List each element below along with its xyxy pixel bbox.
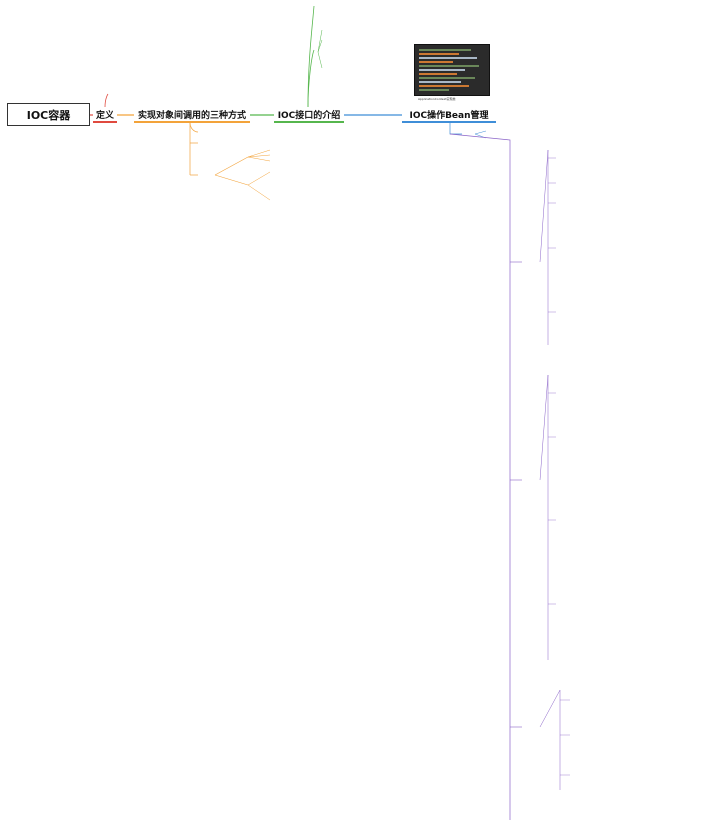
code-screenshot-caption: ApplicationContext实现类	[418, 97, 456, 101]
branch-interfaces[interactable]: IOC接口的介绍	[274, 107, 344, 123]
branch-three-ways[interactable]: 实现对象间调用的三种方式	[134, 107, 250, 123]
branch-bean-management[interactable]: IOC操作Bean管理	[402, 107, 496, 123]
branch-definition[interactable]: 定义	[93, 107, 117, 123]
code-screenshot-image	[414, 44, 490, 96]
root-node-ioc-container[interactable]: IOC容器	[7, 103, 90, 126]
